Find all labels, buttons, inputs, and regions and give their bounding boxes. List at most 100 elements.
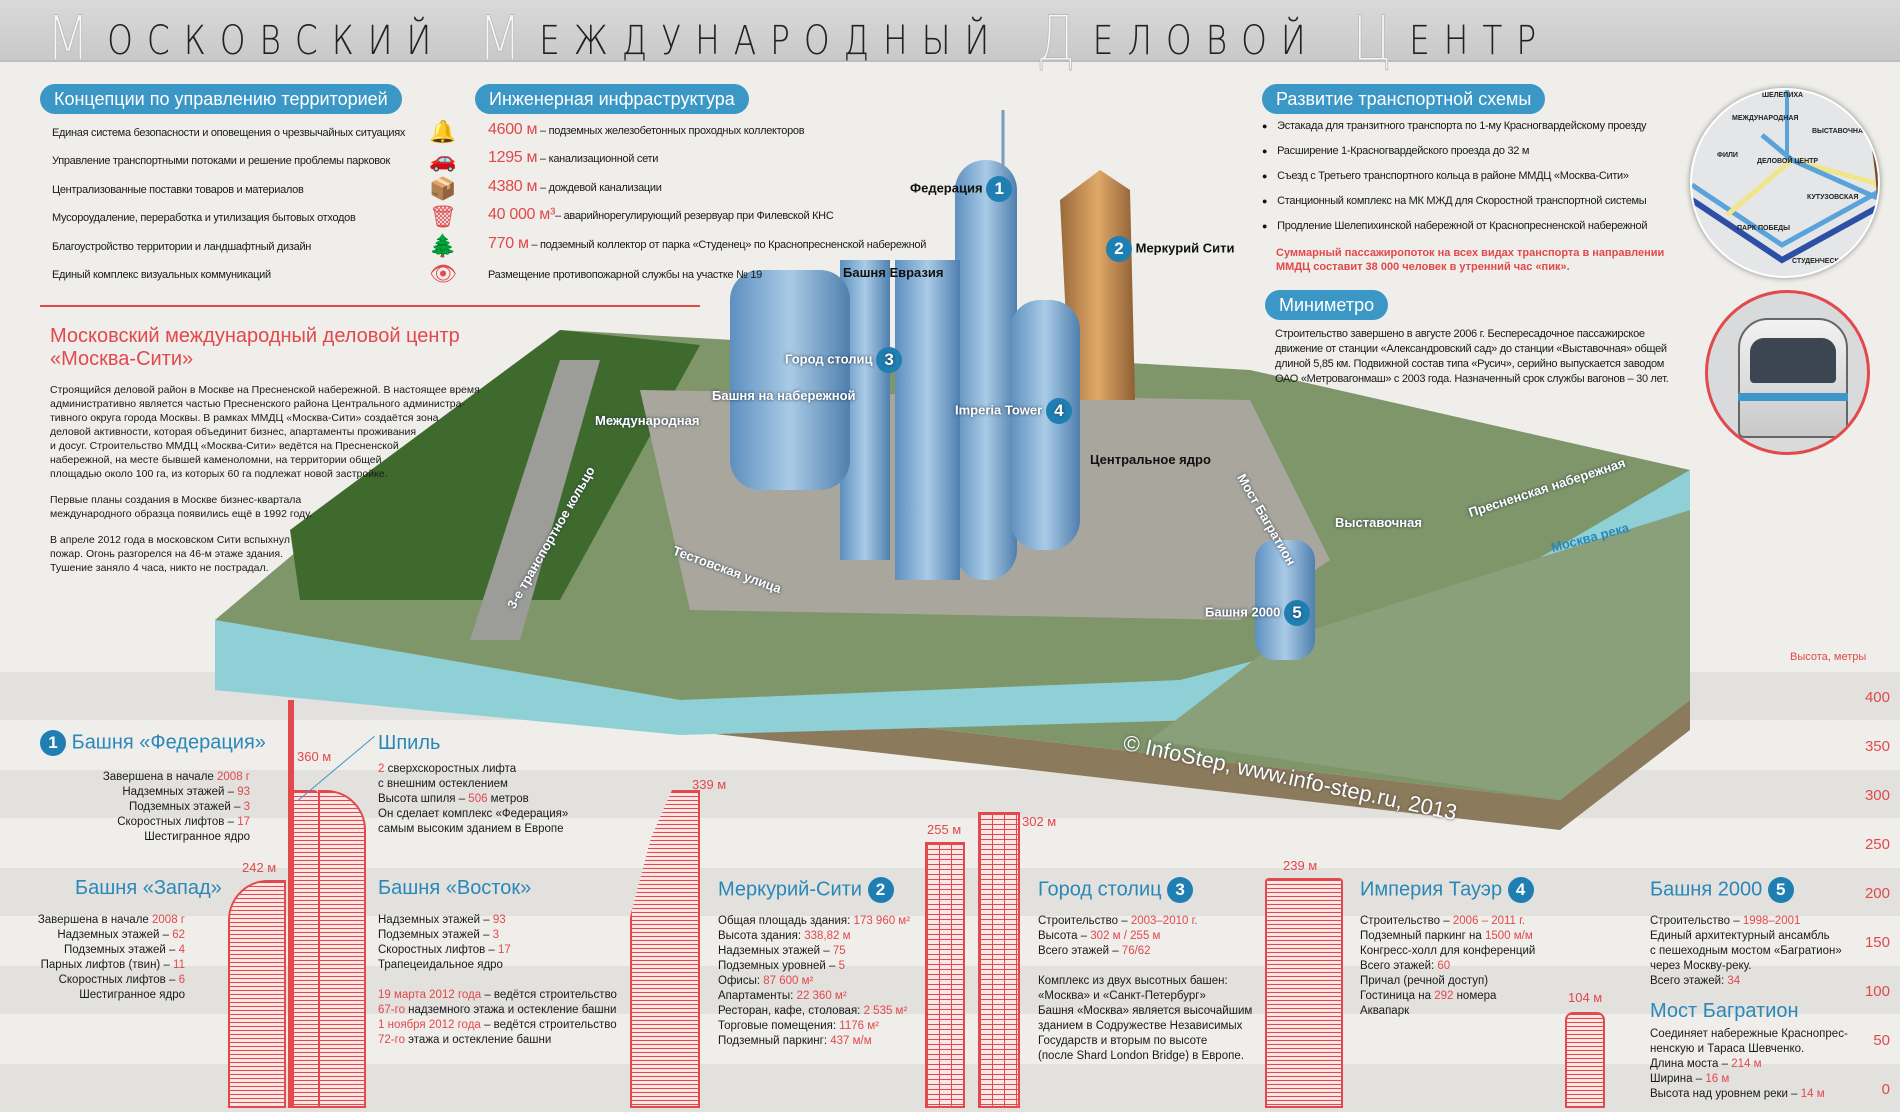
detail-text: Высота над уровнем реки – (1650, 1088, 1801, 1100)
bridge-title: Мост Багратион (1650, 1000, 1799, 1022)
detail-value: 72-го (378, 1034, 405, 1046)
detail-value: 506 (468, 793, 488, 805)
transport-note-line: Суммарный пассажиропоток на всех видах т… (1276, 247, 1665, 259)
detail-text: Апартаменты: (718, 990, 797, 1002)
intro-text: Строящийся деловой район в Москве на Пре… (50, 383, 480, 575)
text-line: тивного округа города Москвы. В рамках М… (50, 412, 439, 424)
detail-line: 1 ноября 2012 года – ведётся строительст… (378, 1018, 617, 1033)
tower-capitals (895, 260, 960, 580)
detail-text: ненскую и Тараса Шевченко. (1650, 1043, 1805, 1055)
detail-text: Подземный паркинг: (718, 1035, 831, 1047)
infra-item: 1295 м – канализационной сети (488, 149, 658, 167)
detail-line: Торговые помещения: 1176 м² (718, 1019, 910, 1034)
map-label-mezhdunarodnaya: Международная (595, 413, 700, 428)
detail-line: самым высоким зданием в Европе (378, 822, 568, 837)
zapad-title: Башня «Запад» (75, 877, 222, 899)
tower2000-title: Башня 2000 5 (1650, 877, 1794, 903)
detail-text: Он сделает комплекс «Федерация» (378, 808, 569, 820)
label-text: Башня 2000 (1205, 604, 1281, 620)
text-line: Тушение заняло 4 часа, никто не пострада… (50, 562, 269, 574)
axis-tick-label: 300 (1864, 787, 1890, 804)
detail-value: 1 ноября 2012 года (378, 1019, 481, 1031)
detail-line: Подземных уровней – 5 (718, 959, 910, 974)
detail-line: Причал (речной доступ) (1360, 974, 1535, 989)
detail-line: Аквапарк (1360, 1004, 1535, 1019)
eye-icon: 👁 (429, 261, 457, 286)
detail-line: «Москва» и «Санкт-Петербург» (1038, 989, 1252, 1004)
detail-line: (после Shard London Bridge) в Европе. (1038, 1049, 1252, 1064)
detail-text: Подземный паркинг на (1360, 930, 1485, 942)
detail-line: Высота здания: 338,82 м (718, 929, 910, 944)
detail-line: Парных лифтов (твин) – 11 (20, 958, 185, 973)
detail-text: Государств и вторым по высоте (1038, 1035, 1208, 1047)
number-badge: 4 (1507, 877, 1534, 903)
map-label-mercury: 2 Меркурий Сити (1106, 236, 1234, 262)
axis-tick-label: 200 (1864, 885, 1890, 902)
infra-value: 4380 м (488, 178, 538, 195)
detail-text: Парных лифтов (твин) – (40, 959, 174, 971)
residential-area (1150, 510, 1690, 800)
detail-text: (после Shard London Bridge) в Европе. (1038, 1050, 1244, 1062)
tower2000-height-label: 104 м (1568, 990, 1603, 1005)
detail-text: Завершена в начале (102, 771, 218, 783)
axis-tick-label: 250 (1864, 836, 1890, 853)
section-title-text: Империя Тауэр (1360, 878, 1503, 901)
imperia-tower-drawing (1265, 878, 1343, 1108)
detail-line: зданием в Содружестве Независимых (1038, 1019, 1252, 1034)
detail-text: Завершена в начале (37, 914, 153, 926)
text-line: ОАО «Метровагонмаш» с 2003 года. Назначе… (1275, 373, 1669, 385)
detail-line: Ресторан, кафе, столовая: 2 535 м² (718, 1004, 910, 1019)
detail-text: Надземных этажей – (718, 945, 833, 957)
capitals-b-height-label: 302 м (1022, 814, 1057, 829)
detail-line: Подземных этажей – 3 (378, 928, 617, 943)
detail-text: «Москва» и «Санкт-Петербург» (1038, 990, 1206, 1002)
detail-line: Надземных этажей – 93 (60, 785, 250, 800)
minimetro-heading: Миниметро (1265, 290, 1389, 320)
detail-value: 437 м/м (830, 1035, 872, 1047)
detail-value: 1998–2001 (1742, 915, 1801, 927)
detail-line: Трапецеидальное ядро (378, 958, 617, 973)
detail-line: Всего этажей – 76/62 (1038, 944, 1252, 959)
metro-station-label: ВЫСТАВОЧНАЯ (1812, 128, 1869, 135)
detail-line: Всего этажей: 34 (1650, 974, 1842, 989)
detail-value: 1176 м² (839, 1020, 879, 1032)
detail-text: Подземных этажей – (378, 929, 493, 941)
detail-text: Строительство – (1650, 915, 1743, 927)
detail-line: Он сделает комплекс «Федерация» (378, 807, 568, 822)
infra-text: – подземный коллектор от парка «Студенец… (528, 239, 927, 251)
tower-imperia (1010, 300, 1080, 550)
detail-line: 72-го этажа и остекление башни (378, 1033, 617, 1048)
detail-text: зданием в Содружестве Независимых (1038, 1020, 1243, 1032)
detail-line: Надземных этажей – 75 (718, 944, 910, 959)
detail-value: 34 (1727, 975, 1741, 987)
detail-text: Ширина – (1650, 1073, 1706, 1085)
map-label-eurasia: Башня Евразия (843, 265, 944, 280)
divider (40, 305, 700, 307)
transport-item: Расширение 1-Красногвардейского проезда … (1262, 145, 1529, 157)
concept-item: Управление транспортными потоками и реше… (52, 155, 391, 167)
detail-line: Длина моста – 214 м (1650, 1057, 1848, 1072)
title-rest: ЕЛОВОЙ (1092, 18, 1320, 64)
detail-value: 22 360 м² (796, 990, 847, 1002)
detail-text: Общая площадь здания: (718, 915, 854, 927)
axis-tick-label: 400 (1864, 689, 1890, 706)
zapad-height-label: 242 м (242, 860, 277, 875)
detail-line: Надземных этажей – 62 (20, 928, 185, 943)
map-label-capitals: Город столиц 3 (785, 347, 903, 373)
text-line: пожар. Огонь разгорелся на 46-м этаже зд… (50, 548, 283, 560)
detail-value: 2008 г (217, 771, 250, 783)
federation-details: Завершена в начале 2008 г Надземных этаже… (60, 770, 250, 845)
federation-spire-drawing (288, 700, 294, 1108)
detail-line: Высота шпиля – 506 метров (378, 792, 568, 807)
mercury-height-label: 339 м (692, 777, 727, 792)
detail-value: 292 (1434, 990, 1454, 1002)
federation-title: 1 Башня «Федерация» (40, 730, 266, 756)
trees-icon: 🌲 (429, 233, 457, 258)
detail-line: 67-го надземного этажа и остекление башн… (378, 1003, 617, 1018)
detail-line: Надземных этажей – 93 (378, 913, 617, 928)
intro-paragraph: Первые планы создания в Москве бизнес-кв… (50, 493, 480, 521)
detail-line: Подземных этажей – 3 (60, 800, 250, 815)
